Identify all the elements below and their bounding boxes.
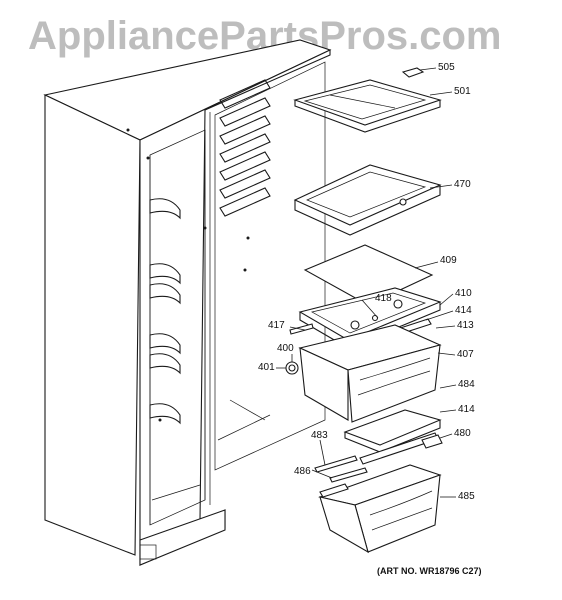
callout-485: 485	[458, 491, 475, 502]
callout-505: 505	[438, 62, 455, 73]
callout-407: 407	[457, 349, 474, 360]
callout-486: 486	[294, 466, 311, 477]
callout-417: 417	[268, 320, 285, 331]
callout-501: 501	[454, 86, 471, 97]
fridge-cabinet	[43, 39, 332, 566]
drawer-407	[298, 324, 442, 423]
shelf-501	[293, 79, 442, 133]
shelf-470	[293, 164, 442, 236]
slide-480	[359, 432, 443, 465]
callout-414-lower: 414	[458, 404, 475, 415]
callout-480: 480	[454, 428, 471, 439]
art-number-label: (ART NO. WR18796 C27)	[377, 566, 482, 576]
callout-401: 401	[258, 362, 275, 373]
callout-414-upper: 414	[455, 305, 472, 316]
callout-484: 484	[458, 379, 475, 390]
rail-483	[314, 455, 358, 473]
callout-400: 400	[277, 343, 294, 354]
leader-lines	[276, 67, 457, 498]
callout-413: 413	[457, 320, 474, 331]
shelf-cap-505	[401, 67, 425, 78]
callout-409: 409	[440, 255, 457, 266]
knob-400	[285, 361, 299, 375]
cover-frame-410	[298, 287, 442, 349]
callout-410: 410	[455, 288, 472, 299]
callout-470: 470	[454, 179, 471, 190]
glass-panel-409	[303, 244, 434, 306]
callout-418: 418	[375, 293, 392, 304]
drawer-485	[318, 464, 442, 554]
callout-483: 483	[311, 430, 328, 441]
